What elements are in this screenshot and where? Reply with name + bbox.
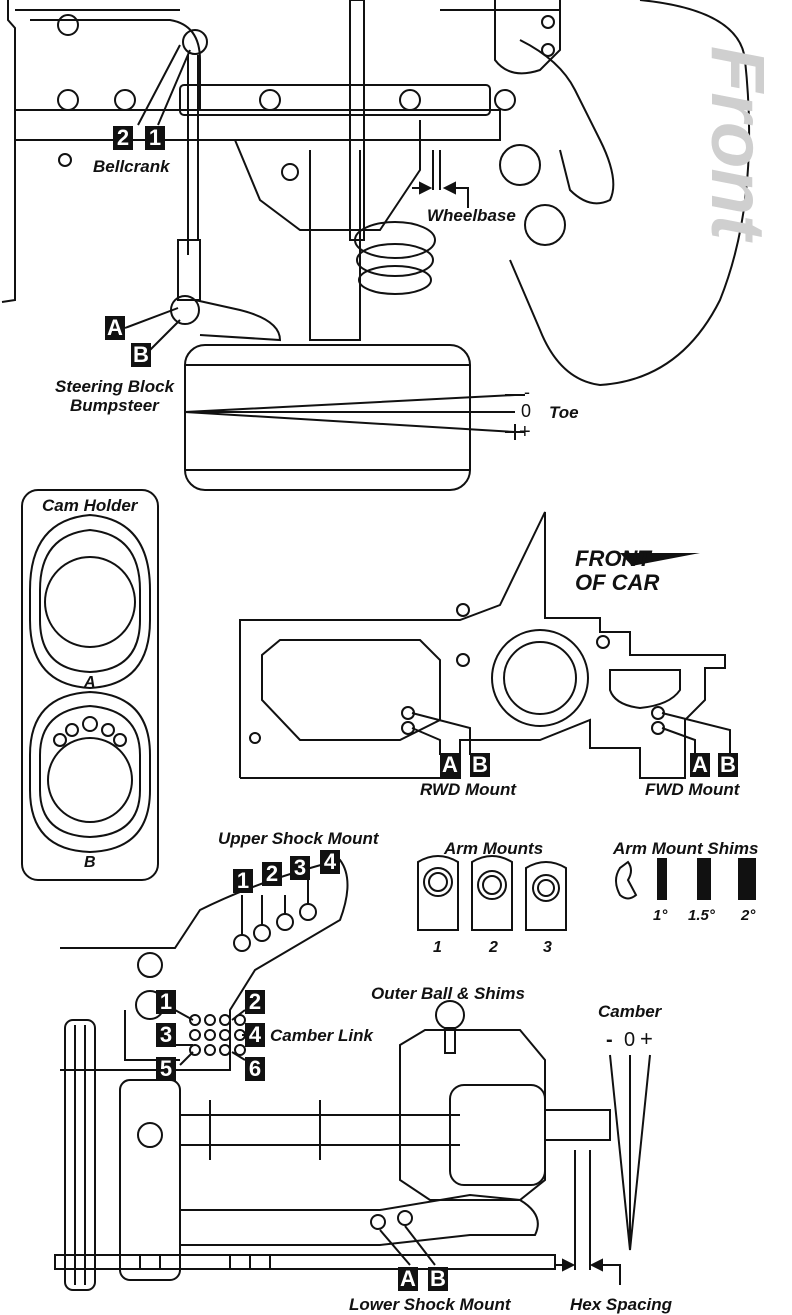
lower-shock-mount-label: Lower Shock Mount xyxy=(349,1295,511,1314)
camber-link-label: Camber Link xyxy=(270,1026,373,1045)
cam-holder-title: Cam Holder xyxy=(42,496,138,515)
steering-box-a: A xyxy=(105,316,125,340)
cam-a-label: A xyxy=(84,674,96,691)
arm-mount-2-label: 2 xyxy=(489,939,498,956)
rwd-mount-label: RWD Mount xyxy=(420,780,516,799)
lsm-box-b: B xyxy=(428,1267,448,1291)
steering-box-b: B xyxy=(131,343,151,367)
camber-link-box-1: 1 xyxy=(156,990,176,1014)
camber-link-box-4: 4 xyxy=(245,1023,265,1047)
fwd-box-a: A xyxy=(690,753,710,777)
front-of-car-line2: OF CAR xyxy=(575,570,660,595)
camber-link-box-5: 5 xyxy=(156,1057,176,1081)
camber-plus: + xyxy=(640,1026,653,1051)
toe-label: Toe xyxy=(549,403,579,422)
arm-mount-3-label: 3 xyxy=(543,939,552,956)
rwd-box-a: A xyxy=(440,753,460,777)
arm-mount-shims-label: Arm Mount Shims xyxy=(613,839,759,858)
toe-plus: + xyxy=(519,421,531,443)
hex-spacing-label: Hex Spacing xyxy=(570,1295,673,1314)
fwd-box-b: B xyxy=(718,753,738,777)
shim-1-5-label: 1.5° xyxy=(688,907,715,924)
arm-mount-1-label: 1 xyxy=(433,939,442,956)
camber-link-box-3: 3 xyxy=(156,1023,176,1047)
camber-minus: - xyxy=(606,1029,613,1051)
shim-1-label: 1° xyxy=(653,907,668,924)
upper-shock-mount-label: Upper Shock Mount xyxy=(218,829,379,848)
camber-link-box-6: 6 xyxy=(245,1057,265,1081)
bellcrank-box-1: 1 xyxy=(145,126,165,150)
outer-ball-shims-label: Outer Ball & Shims xyxy=(371,984,525,1003)
cam-b-label: B xyxy=(84,854,96,871)
usm-box-1: 1 xyxy=(233,869,253,893)
usm-box-4: 4 xyxy=(320,850,340,874)
camber-label: Camber xyxy=(598,1002,662,1021)
rwd-box-b: B xyxy=(470,753,490,777)
bumpsteer-label: Bumpsteer xyxy=(70,396,159,415)
steering-block-label: Steering Block xyxy=(55,377,175,396)
front-of-car-line1: FRONT xyxy=(575,546,651,571)
usm-box-2: 2 xyxy=(262,862,282,886)
wheelbase-label: Wheelbase xyxy=(427,206,516,225)
lsm-box-a: A xyxy=(398,1267,418,1291)
usm-box-3: 3 xyxy=(290,856,310,880)
camber-link-box-2: 2 xyxy=(245,990,265,1014)
front-label: Front xyxy=(695,45,781,241)
fwd-mount-label: FWD Mount xyxy=(645,780,740,799)
shim-2-label: 2° xyxy=(741,907,756,924)
bellcrank-box-2: 2 xyxy=(113,126,133,150)
bellcrank-label: Bellcrank xyxy=(93,157,170,176)
toe-zero: 0 xyxy=(521,401,532,421)
arm-mounts-label: Arm Mounts xyxy=(444,839,544,858)
camber-zero: 0 xyxy=(624,1029,636,1051)
toe-minus: - xyxy=(524,382,530,402)
